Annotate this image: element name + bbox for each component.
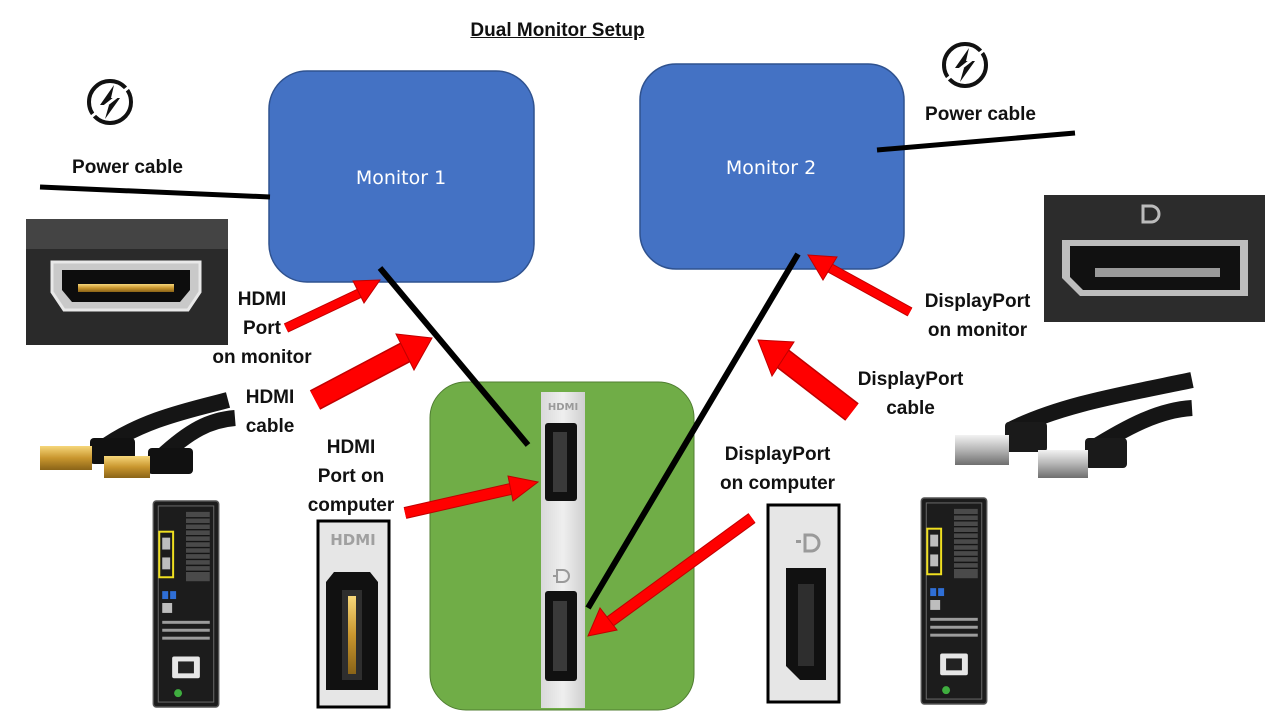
arrow-hdmi-port-monitor	[283, 279, 381, 333]
hdmi-cable-line	[377, 266, 531, 447]
svg-text:HDMI: HDMI	[330, 531, 376, 549]
hdmi-cable-photo	[40, 392, 236, 478]
hdmi-port-computer-label: HDMI Port on computer	[307, 437, 395, 516]
displayport-cable-label: DisplayPort cable	[857, 369, 964, 419]
diagram-title: Dual Monitor Setup	[470, 20, 645, 41]
arrow-displayport-cable	[757, 339, 859, 421]
power-cable-left-line	[39, 184, 271, 200]
monitor-2-label: Monitor 2	[726, 157, 816, 179]
displayport-port-closeup	[766, 503, 841, 704]
hdmi-port-photo	[26, 219, 228, 345]
displayport-logo-strip-icon	[553, 569, 570, 583]
hdmi-port-monitor-label: HDMI Port on monitor	[212, 289, 312, 368]
displayport-computer-label: DisplayPort on computer	[719, 444, 836, 494]
monitor-2-box	[639, 63, 905, 270]
arrow-hdmi-cable	[309, 333, 433, 410]
power-bolt-icon	[942, 42, 988, 88]
arrow-hdmi-port-computer	[403, 475, 540, 519]
displayport-cable-photo	[955, 372, 1194, 478]
hdmi-port-closeup: HDMI	[316, 519, 391, 709]
arrow-displayport-monitor	[807, 254, 913, 317]
monitor-1-label: Monitor 1	[356, 167, 446, 189]
hdmi-logo-strip: HDMI	[548, 402, 578, 413]
arrow-displayport-computer	[587, 513, 756, 637]
hdmi-cable-label: HDMI cable	[245, 387, 295, 437]
displayport-cable-line	[585, 252, 801, 610]
power-cable-left-label: Power cable	[72, 157, 183, 178]
computer-tower-icon	[920, 497, 988, 705]
computer-tower-icon	[152, 500, 220, 708]
displayport-port-photo	[1044, 195, 1265, 322]
displayport-monitor-label: DisplayPort on monitor	[924, 291, 1031, 341]
power-cable-right-line	[876, 130, 1076, 153]
power-cable-right-label: Power cable	[925, 104, 1036, 125]
monitor-1-box	[268, 70, 535, 283]
power-bolt-icon	[87, 79, 133, 125]
